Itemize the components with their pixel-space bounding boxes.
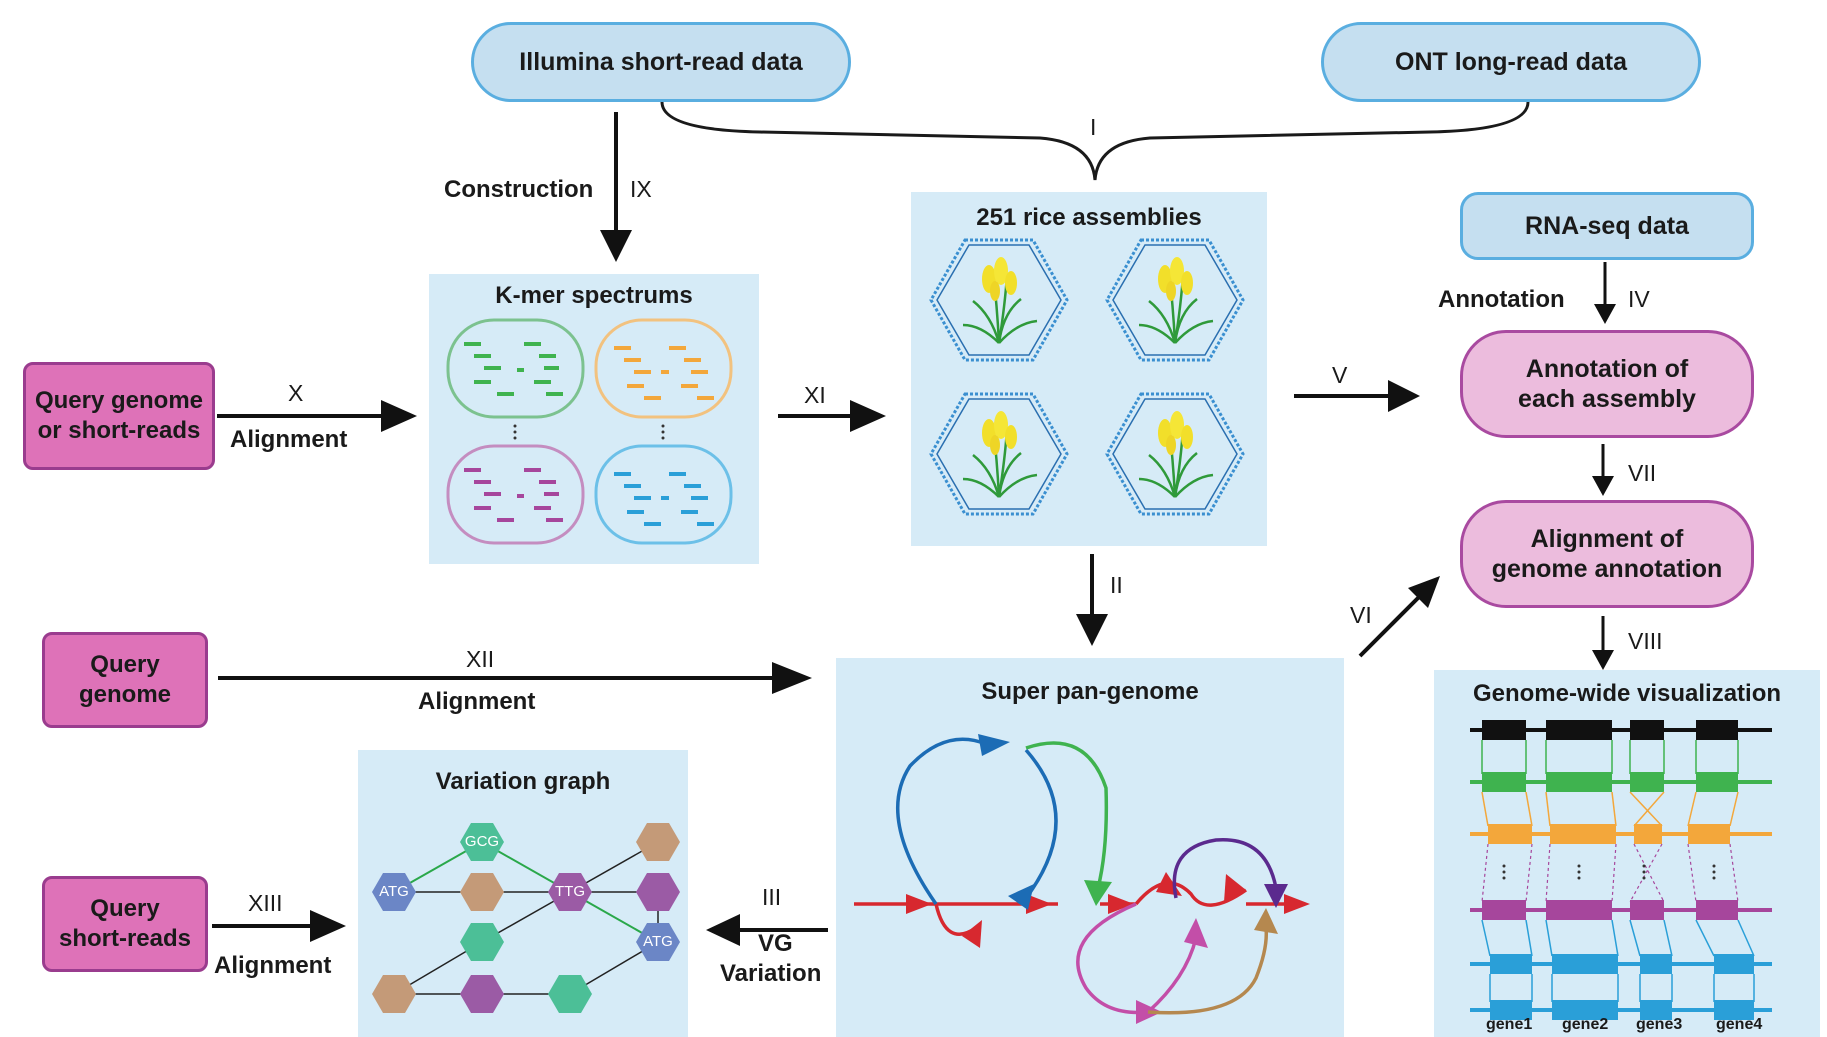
vii-arrow [1592,444,1614,496]
node-gcg: GCG [464,833,500,850]
v-arrow [1294,380,1420,412]
illumina-label: Illumina short-read data [519,47,803,76]
viii-arrow [1592,616,1614,670]
query-genome-or-reads-line1: Query genome [34,387,204,414]
gene-label-3: gene3 [1636,1016,1683,1033]
construction-label: Construction [444,176,594,203]
x-alignment-label: Alignment [230,426,348,453]
query-genome-or-reads-line2: or short-reads [37,417,201,444]
ont-label: ONT long-read data [1395,47,1627,76]
superpan-title: Super pan-genome [981,678,1199,705]
step-XIII: XIII [248,890,283,916]
node-atg-left: ATG [379,883,409,900]
step-I: I [1090,114,1097,140]
illumina-source-box: Illumina short-read data [471,22,851,102]
gwv-tracks [1470,720,1772,1020]
annotation-arrow [1594,262,1616,324]
assemblies-title: 251 rice assemblies [976,204,1202,231]
query-short-reads-line2: short-reads [58,925,192,952]
gene-label-2: gene2 [1562,1016,1609,1033]
annotation-label: Annotation [1438,286,1565,313]
xii-alignment-label: Alignment [418,688,536,715]
query-genome-line2: genome [78,681,171,708]
node-ttg: TTG [555,883,585,900]
variation-graph [372,823,680,1013]
ii-arrow [1076,554,1108,646]
xi-arrow [778,400,886,432]
rnaseq-box: RNA-seq data [1460,192,1754,260]
x-arrow [217,400,417,432]
ont-source-box: ONT long-read data [1321,22,1701,102]
merge-brace [660,101,1530,181]
superpan-graph [854,734,1310,1024]
variation-label: Variation [720,960,822,987]
node-atg-right: ATG [643,933,673,950]
step-VI: VI [1350,602,1372,628]
step-II: II [1110,572,1123,598]
annotation-each-line2: each assembly [1518,385,1696,413]
annotation-each-box: Annotation of each assembly [1460,330,1754,438]
query-short-reads-line1: Query [90,895,160,922]
query-genome-box: Query genome [42,632,208,728]
step-VIII: VIII [1628,628,1663,654]
variation-graph-title: Variation graph [435,768,611,795]
vi-arrow [1358,576,1440,658]
alignment-annotation-line2: genome annotation [1491,555,1723,583]
step-X: X [288,380,304,406]
alignment-annotation-box: Alignment of genome annotation [1460,500,1754,608]
rice-assemblies [929,238,1245,516]
query-genome-line1: Query [90,651,160,678]
step-XII: XII [466,646,495,672]
xiii-alignment-label: Alignment [214,952,332,979]
xiii-arrow [212,910,346,942]
query-genome-or-reads-box: Query genome or short-reads [23,362,215,470]
step-IV: IV [1628,286,1650,312]
step-III: III [762,884,782,910]
iii-arrow [706,914,828,946]
step-V: V [1332,362,1348,388]
annotation-each-line1: Annotation of [1525,355,1689,383]
gwv-title: Genome-wide visualization [1472,680,1782,707]
step-VII: VII [1628,460,1657,486]
rnaseq-label: RNA-seq data [1525,211,1689,240]
vg-label: VG [758,930,793,957]
kmer-spectrums [446,318,733,545]
query-short-reads-box: Query short-reads [42,876,208,972]
step-IX: IX [630,176,652,202]
xii-arrow [218,662,812,694]
gene-label-4: gene4 [1716,1016,1763,1033]
step-XI: XI [804,382,826,408]
construction-arrow [600,112,632,262]
gene-label-1: gene1 [1486,1016,1533,1033]
kmer-title: K-mer spectrums [495,282,693,309]
alignment-annotation-line1: Alignment of [1530,525,1684,553]
